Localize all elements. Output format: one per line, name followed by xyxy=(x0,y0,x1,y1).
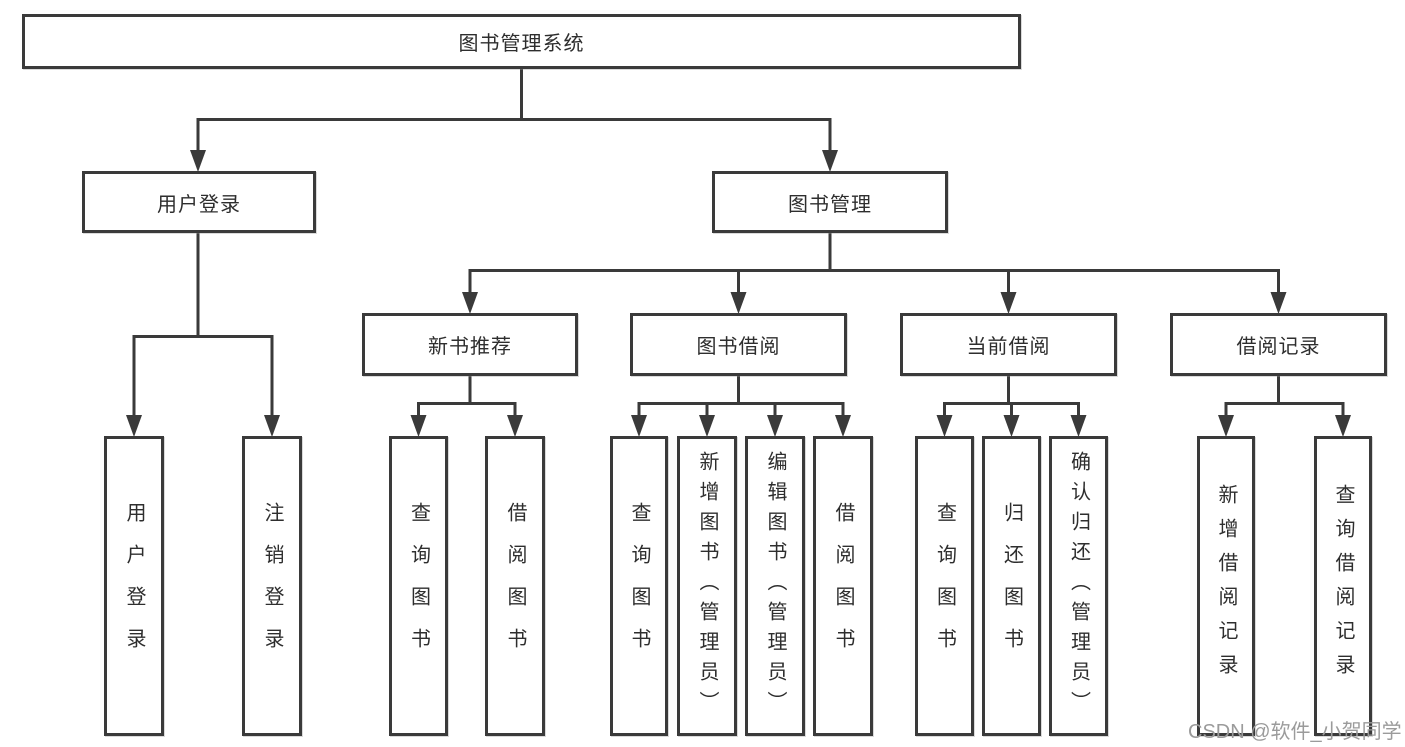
leaf-borrow-query-books: 查询图书 xyxy=(610,436,668,736)
leaf-confirm-return-admin-label: 确认归还（管理员） xyxy=(1067,451,1090,721)
leaf-add-borrow-record: 新增借阅记录 xyxy=(1197,436,1255,736)
leaf-user-login-label: 用户登录 xyxy=(123,502,145,670)
leaf-confirm-return-admin: 确认归还（管理员） xyxy=(1049,436,1108,736)
node-book-borrow: 图书借阅 xyxy=(630,313,847,376)
leaf-edit-books-admin: 编辑图书（管理员） xyxy=(745,436,805,736)
node-book-management: 图书管理 xyxy=(712,171,948,233)
leaf-logout: 注销登录 xyxy=(242,436,302,736)
node-user-login: 用户登录 xyxy=(82,171,316,233)
leaf-newbook-borrow-books-label: 借阅图书 xyxy=(504,502,526,670)
leaf-current-query-books: 查询图书 xyxy=(915,436,974,736)
node-current-borrow: 当前借阅 xyxy=(900,313,1117,376)
leaf-borrow-books: 借阅图书 xyxy=(813,436,873,736)
leaf-query-borrow-record-label: 查询借阅记录 xyxy=(1332,484,1354,688)
leaf-user-login: 用户登录 xyxy=(104,436,164,736)
leaf-return-books-label: 归还图书 xyxy=(1000,502,1023,670)
node-root-label: 图书管理系统 xyxy=(458,33,585,55)
leaf-add-books-admin: 新增图书（管理员） xyxy=(677,436,737,736)
node-borrow-record-label: 借阅记录 xyxy=(1236,336,1321,358)
node-user-login-label: 用户登录 xyxy=(157,193,241,216)
leaf-add-borrow-record-label: 新增借阅记录 xyxy=(1215,484,1237,688)
leaf-newbook-borrow-books: 借阅图书 xyxy=(485,436,545,736)
leaf-add-books-admin-label: 新增图书（管理员） xyxy=(696,451,718,721)
csdn-watermark: CSDN @软件_小贺同学 xyxy=(1188,721,1402,743)
leaf-query-borrow-record: 查询借阅记录 xyxy=(1314,436,1372,736)
leaf-logout-label: 注销登录 xyxy=(261,502,283,670)
node-new-book-recommend-label: 新书推荐 xyxy=(428,336,512,358)
leaf-borrow-query-books-label: 查询图书 xyxy=(628,502,650,670)
leaf-current-query-books-label: 查询图书 xyxy=(933,502,956,670)
node-book-management-label: 图书管理 xyxy=(788,193,872,216)
node-book-borrow-label: 图书借阅 xyxy=(696,336,781,358)
leaf-edit-books-admin-label: 编辑图书（管理员） xyxy=(764,451,786,721)
node-root: 图书管理系统 xyxy=(22,14,1021,69)
node-current-borrow-label: 当前借阅 xyxy=(966,336,1051,358)
node-new-book-recommend: 新书推荐 xyxy=(362,313,578,376)
leaf-newbook-query-books-label: 查询图书 xyxy=(407,502,430,670)
leaf-return-books: 归还图书 xyxy=(982,436,1041,736)
node-borrow-record: 借阅记录 xyxy=(1170,313,1387,376)
leaf-newbook-query-books: 查询图书 xyxy=(389,436,448,736)
leaf-borrow-books-label: 借阅图书 xyxy=(832,502,854,670)
